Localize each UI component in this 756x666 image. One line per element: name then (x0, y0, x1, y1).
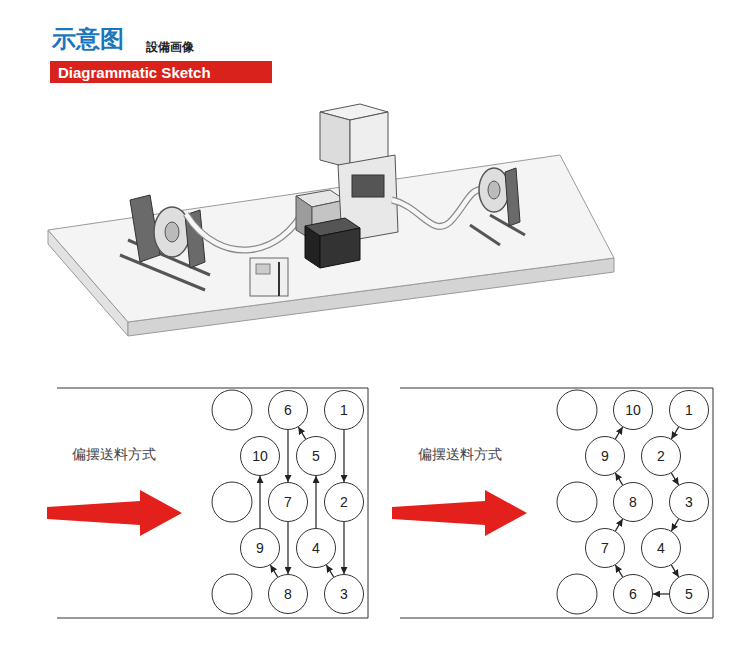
sequence-circle: 3 (324, 574, 364, 614)
flow-arrow (298, 427, 305, 439)
sequence-circle: 7 (585, 528, 625, 568)
uncoiler (120, 195, 210, 290)
step-number: 7 (284, 495, 292, 509)
panel-frame (57, 388, 368, 618)
step-number: 10 (252, 449, 268, 463)
step-number: 6 (629, 587, 637, 601)
step-number: 5 (312, 449, 320, 463)
flow-arrow (259, 476, 260, 528)
step-number: 8 (284, 587, 292, 601)
sequence-circle: 6 (268, 390, 308, 430)
sequence-circle: 2 (641, 436, 681, 476)
step-number: 4 (312, 541, 320, 555)
flow-arrow (671, 565, 678, 577)
step-number: 9 (256, 541, 264, 555)
sequence-circle: 3 (669, 482, 709, 522)
sequence-circle: 10 (240, 436, 280, 476)
flow-arrow (615, 565, 622, 577)
flow-arrow (615, 519, 622, 531)
flow-arrow (315, 476, 316, 528)
step-number: 3 (685, 495, 693, 509)
flow-arrow (343, 522, 344, 574)
step-number: 8 (629, 495, 637, 509)
title-band: Diagrammatic Sketch (50, 61, 272, 83)
flow-arrow (615, 427, 622, 439)
flow-arrow (653, 593, 669, 594)
step-number: 10 (625, 403, 641, 417)
sequence-circle: 9 (240, 528, 280, 568)
title: 示意图 (52, 26, 124, 52)
blank-circle (212, 390, 252, 430)
flow-arrow (671, 519, 678, 531)
coil-strip (392, 189, 485, 226)
step-number: 9 (601, 449, 609, 463)
sequence-circle: 4 (296, 528, 336, 568)
sequence-circle: 8 (613, 482, 653, 522)
recoiler (470, 168, 525, 245)
sequence-circle: 9 (585, 436, 625, 476)
method-label: 偏摆送料方式 (418, 446, 502, 463)
blank-circle (212, 482, 252, 522)
panel-frame (400, 388, 713, 618)
step-number: 5 (685, 587, 693, 601)
step-number: 2 (340, 495, 348, 509)
flow-arrow (287, 522, 288, 574)
flow-arrow (615, 473, 622, 485)
sequence-circle: 4 (641, 528, 681, 568)
step-number: 1 (340, 403, 348, 417)
coil-strip (186, 206, 306, 250)
sequence-circle: 10 (613, 390, 653, 430)
sequence-circle: 7 (268, 482, 308, 522)
control-cabinet (250, 258, 288, 296)
step-number: 3 (340, 587, 348, 601)
flow-arrow (343, 430, 344, 482)
flow-arrow (671, 427, 678, 439)
sequence-circle: 8 (268, 574, 308, 614)
step-number: 6 (284, 403, 292, 417)
blank-circle (557, 574, 597, 614)
coil-strip (186, 206, 306, 250)
step-number: 2 (657, 449, 665, 463)
platform-top (48, 155, 614, 322)
sequence-circle: 2 (324, 482, 364, 522)
band-text: Diagrammatic Sketch (58, 65, 211, 80)
sequence-circle: 1 (669, 390, 709, 430)
sequence-circle: 5 (669, 574, 709, 614)
sequence-circle: 1 (324, 390, 364, 430)
sequence-circle: 6 (613, 574, 653, 614)
flow-arrow (287, 430, 288, 482)
feed-arrow (392, 490, 527, 536)
step-number: 4 (657, 541, 665, 555)
subtitle: 設備画像 (146, 40, 194, 54)
flow-arrow (671, 473, 678, 485)
step-number: 7 (601, 541, 609, 555)
step-number: 1 (685, 403, 693, 417)
blank-circle (557, 390, 597, 430)
coil-strip (392, 189, 485, 226)
feed-arrow (47, 490, 182, 536)
flow-arrow (270, 565, 277, 577)
flow-arrow (326, 565, 333, 577)
sequence-circle: 5 (296, 436, 336, 476)
blank-circle (212, 574, 252, 614)
press-machine (305, 104, 398, 268)
blank-circle (557, 482, 597, 522)
method-label: 偏摆送料方式 (72, 446, 156, 463)
